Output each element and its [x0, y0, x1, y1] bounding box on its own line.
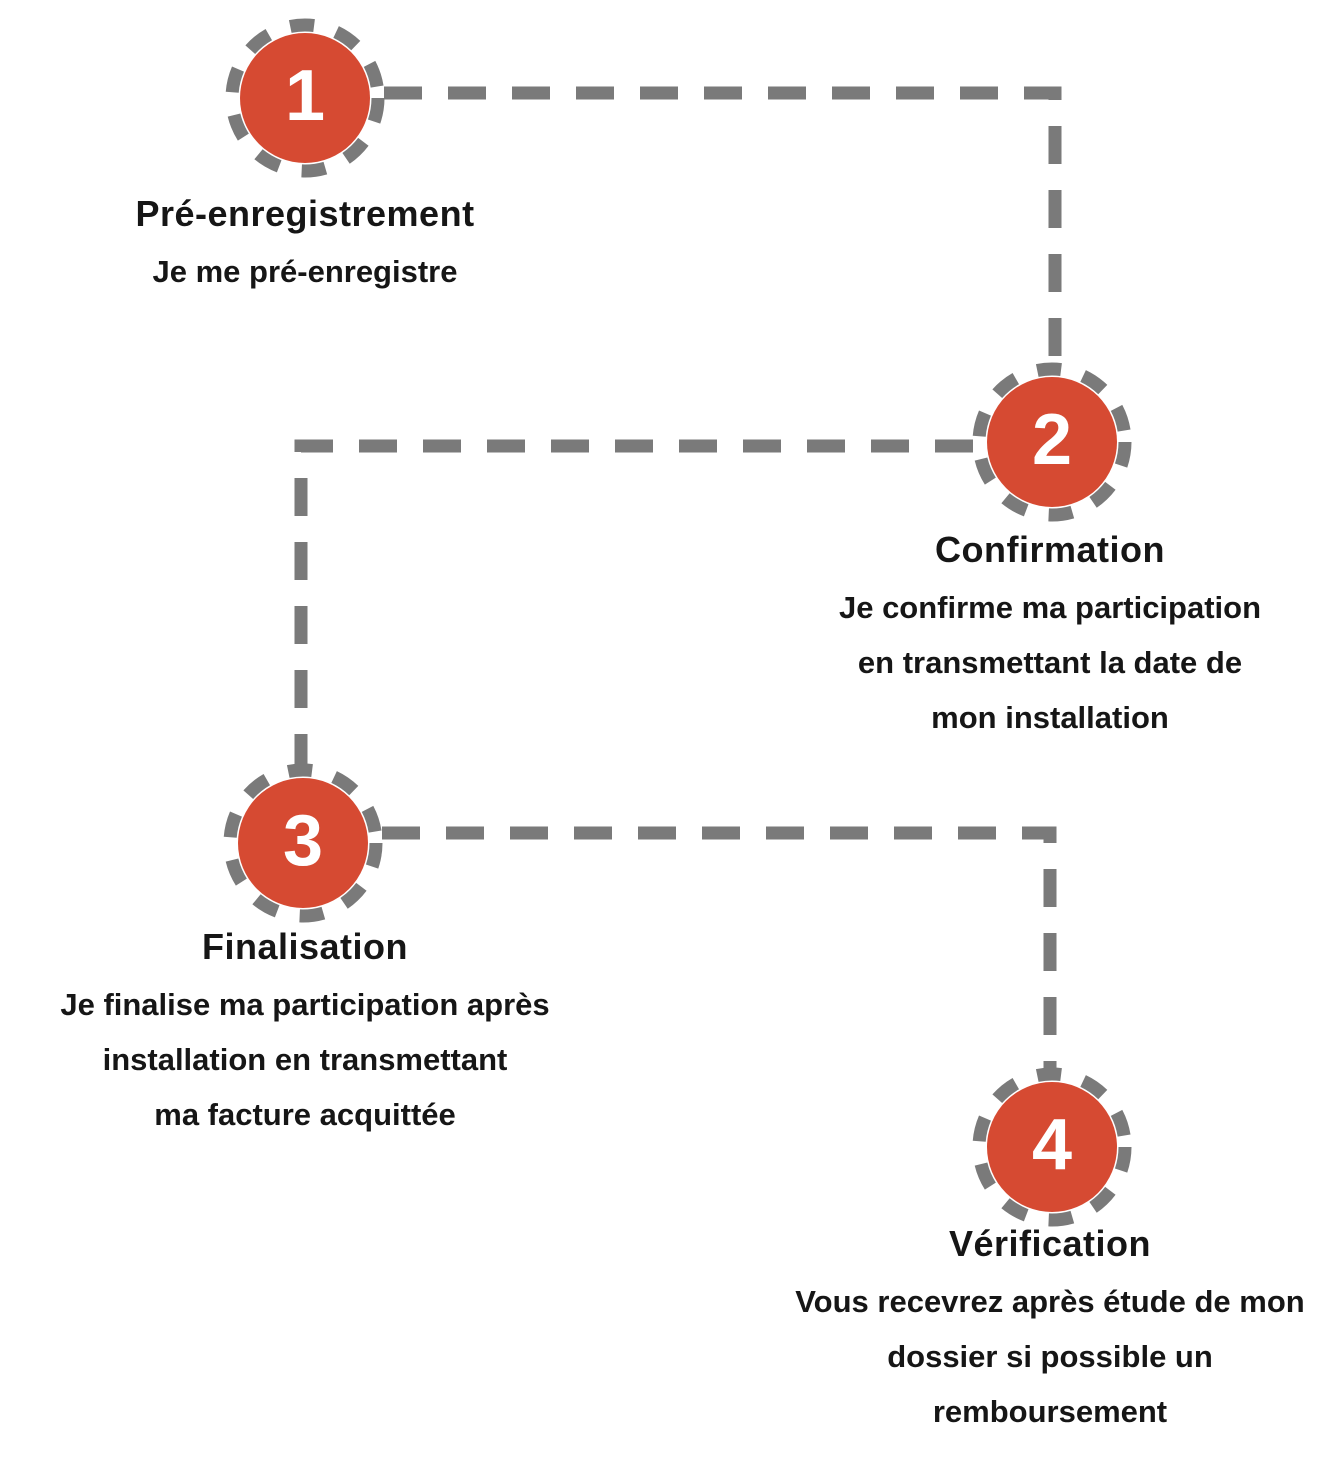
step-4-title: Vérification — [948, 1223, 1152, 1264]
step-line: remboursement — [932, 1394, 1168, 1429]
step-line: Vous recevrez après étude de mon — [795, 1284, 1305, 1319]
step-line: Je finalise ma participation après — [60, 987, 550, 1022]
connector-step3-step4 — [382, 826, 1057, 1068]
step-2-badge: 2 — [987, 377, 1117, 507]
step-3-description: Je finalise ma participation après insta… — [0, 977, 625, 1142]
step-1-title: Pré-enregistrement — [135, 193, 475, 234]
step-line: installation en transmettant — [102, 1042, 508, 1077]
step-line: ma facture acquittée — [154, 1097, 456, 1132]
step-1-badge: 1 — [240, 33, 370, 163]
step-3-dashed-ring — [223, 763, 383, 923]
step-1-description: Je me pré-enregistre — [0, 244, 630, 299]
step-1-number: 1 — [284, 56, 326, 136]
step-3-badge: 3 — [238, 778, 368, 908]
step-line: mon installation — [931, 700, 1169, 735]
step-1-dashed-ring — [225, 18, 385, 178]
step-2-number: 2 — [1031, 400, 1073, 480]
step-line: Je confirme ma participation — [838, 590, 1262, 625]
step-2-description: Je confirme ma participation en transmet… — [790, 580, 1310, 745]
step-4-badge: 4 — [987, 1082, 1117, 1212]
step-4-number: 4 — [1031, 1105, 1073, 1185]
step-4-dashed-ring — [972, 1067, 1132, 1227]
step-2-dashed-ring — [972, 362, 1132, 522]
step-3-title: Finalisation — [201, 926, 409, 967]
step-line: en transmettant la date de — [857, 645, 1243, 680]
step-1-text: Pré-enregistrement Je me pré-enregistre — [0, 192, 630, 299]
step-2-title: Confirmation — [935, 529, 1165, 570]
step-4-description: Vous recevrez après étude de mon dossier… — [780, 1274, 1320, 1439]
step-2-text: Confirmation Je confirme ma participatio… — [790, 528, 1310, 745]
connector-step2-step3 — [294, 439, 973, 764]
step-line: Je me pré-enregistre — [152, 254, 458, 289]
step-3-text: Finalisation Je finalise ma participatio… — [0, 925, 625, 1142]
step-3-number: 3 — [282, 801, 324, 881]
step-line: dossier si possible un — [887, 1339, 1213, 1374]
step-4-text: Vérification Vous recevrez après étude d… — [780, 1222, 1320, 1439]
connector-step1-step2 — [384, 86, 1062, 363]
